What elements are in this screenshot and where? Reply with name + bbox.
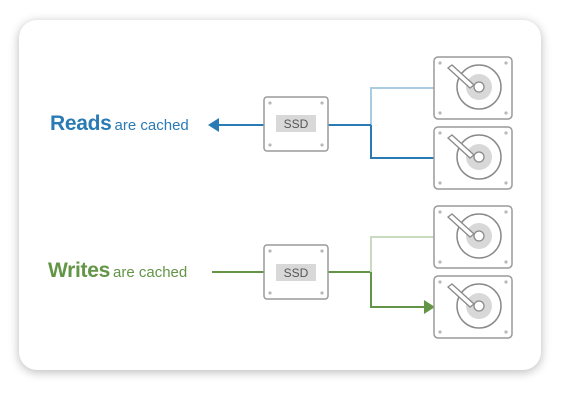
ssd-label: SSD (284, 117, 309, 131)
hard-drive-icon (433, 205, 513, 269)
hard-drive-icon (433, 56, 513, 120)
writes-label-bold: Writes (48, 259, 110, 282)
writes-label-rest: are cached (113, 264, 188, 281)
reads-label-bold: Reads (50, 112, 112, 135)
arrow-left-icon (208, 118, 219, 132)
ssd-icon: SSD (263, 244, 329, 300)
writes-line-to-drive-1 (370, 236, 435, 272)
ssd-label: SSD (284, 266, 309, 280)
writes-line-to-drive-2 (370, 272, 425, 308)
hard-drive-icon (433, 126, 513, 190)
reads-label-rest: are cached (114, 117, 189, 134)
reads-line-to-drive-1 (370, 87, 435, 125)
reads-line-to-drive-2 (370, 125, 435, 159)
arrow-right-icon (424, 300, 435, 314)
ssd-icon: SSD (263, 96, 329, 152)
hard-drive-icon (433, 275, 513, 339)
